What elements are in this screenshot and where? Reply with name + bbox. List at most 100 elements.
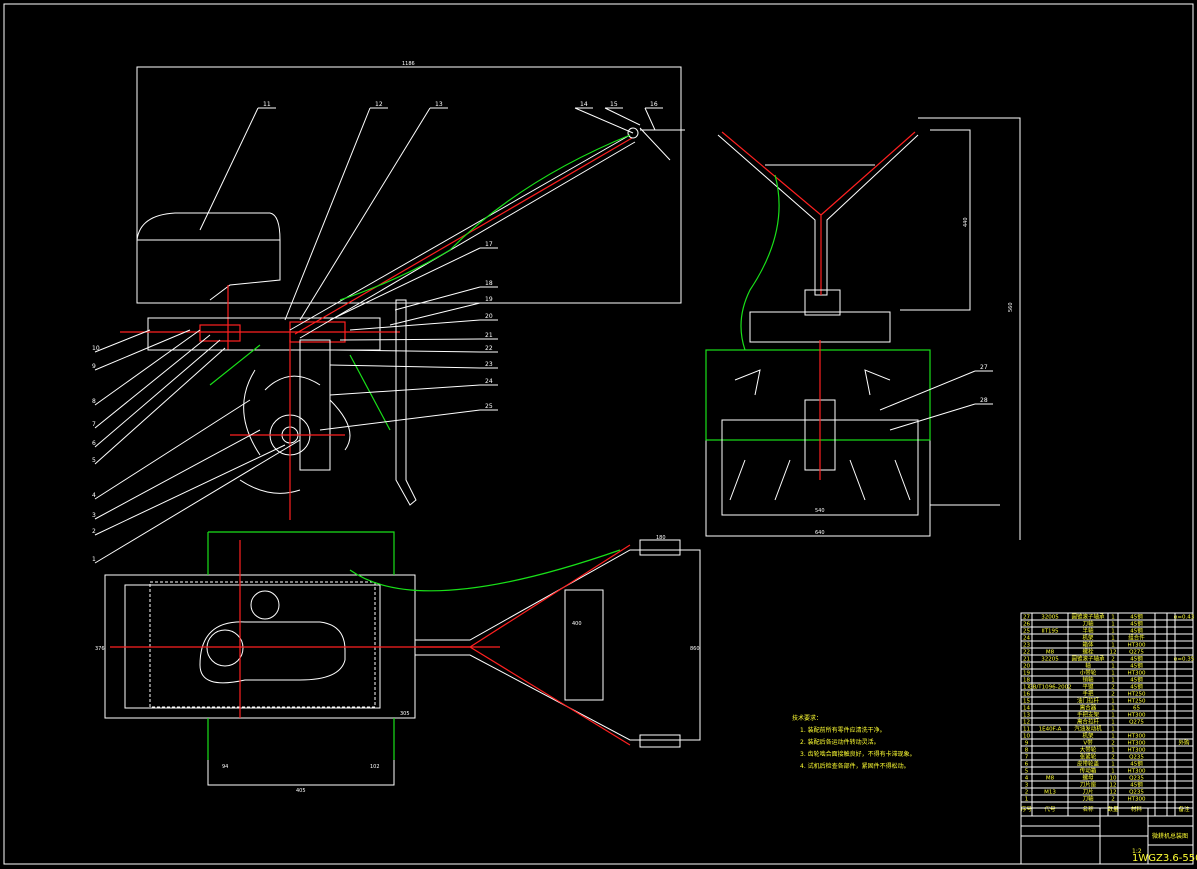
- parts-header: 数量: [1107, 805, 1119, 813]
- parts-cell: 1: [1111, 643, 1115, 649]
- parts-cell: 机架: [1082, 732, 1094, 740]
- parts-cell: 1: [1111, 636, 1115, 642]
- parts-cell: 离合拉杆: [1077, 718, 1100, 726]
- parts-cell: HT300: [1128, 734, 1146, 740]
- dim-front-height: 560: [1008, 302, 1014, 312]
- leader-4: 4: [92, 399, 251, 500]
- parts-cell: 8: [1025, 748, 1029, 754]
- leader-18: 18: [394, 280, 498, 311]
- leader-22: 22: [334, 345, 498, 353]
- parts-cell: 2: [1111, 741, 1115, 747]
- leader-5: 5: [92, 347, 226, 465]
- leader-3: 3: [92, 429, 261, 520]
- parts-cell: 1: [1111, 734, 1115, 740]
- parts-cell: 刀片: [1082, 788, 1093, 796]
- leader-number: 24: [485, 378, 493, 385]
- parts-cell: 16: [1023, 692, 1030, 698]
- parts-cell: 皮带轮盖: [1077, 760, 1100, 768]
- leader-number: 4: [92, 492, 96, 499]
- parts-cell: 45钢: [1130, 620, 1143, 628]
- parts-cell: 26: [1023, 622, 1030, 628]
- parts-cell: 23: [1023, 643, 1030, 649]
- parts-cell: 刀片座: [1080, 781, 1097, 789]
- parts-cell: 32005: [1041, 615, 1059, 621]
- parts-cell: 平键: [1082, 683, 1094, 691]
- parts-cell: HT300: [1128, 643, 1146, 649]
- parts-cell: 19: [1023, 671, 1030, 677]
- parts-cell: 1: [1111, 713, 1115, 719]
- parts-cell: 12: [1110, 650, 1117, 656]
- parts-cell: 11: [1023, 727, 1030, 733]
- handle-y: [717, 134, 919, 296]
- leader-25: 25: [319, 403, 498, 431]
- leader-7: 7: [92, 334, 211, 429]
- technical-requirements: 技术要求： 1. 装配前所有零件应清洗干净。 2. 装配后各运动件转动灵活。 3…: [792, 714, 916, 770]
- parts-cell: M8: [1046, 650, 1055, 656]
- dim-handle-height: 440: [963, 217, 969, 227]
- parts-cell: 22: [1023, 650, 1030, 656]
- parts-cell: M8: [1046, 776, 1055, 782]
- parts-cell: 32205: [1041, 657, 1059, 663]
- parts-cell: 13: [1023, 713, 1030, 719]
- leader-number: 25: [485, 403, 493, 410]
- leader-number: 28: [980, 397, 988, 404]
- parts-cell: 12: [1023, 720, 1030, 726]
- leader-number: 23: [485, 361, 493, 368]
- parts-cell: 2: [1025, 790, 1029, 796]
- parts-header: 代号: [1044, 805, 1056, 813]
- parts-cell: 1: [1111, 727, 1115, 733]
- parts-cell: 销轴: [1082, 676, 1094, 684]
- leader-number: 7: [92, 421, 96, 428]
- leader-10: 10: [92, 329, 151, 353]
- parts-cell: 2: [1111, 685, 1115, 691]
- leader-14: 14: [574, 101, 634, 134]
- parts-cell: V带: [1083, 740, 1093, 747]
- parts-header: 名称: [1082, 805, 1094, 813]
- parts-cell: Q235: [1129, 776, 1144, 782]
- parts-cell: HT300: [1128, 713, 1146, 719]
- parts-cell: 45钢: [1130, 627, 1143, 635]
- parts-cell: 14: [1023, 706, 1030, 712]
- leader-number: 14: [580, 101, 588, 108]
- tech-title: 技术要求：: [792, 714, 822, 722]
- parts-cell: 20: [1023, 664, 1030, 670]
- leader-19: 19: [389, 296, 498, 326]
- front-blades: [729, 369, 911, 501]
- parts-cell: 小带轮: [1080, 669, 1097, 677]
- gearbox: [749, 311, 891, 343]
- parts-cell: 1E40F-A: [1039, 727, 1062, 733]
- parts-cell: Q235: [1129, 755, 1144, 761]
- leader-9: 9: [92, 329, 191, 371]
- parts-cell: 45钢: [1130, 781, 1143, 789]
- side-view: 1186: [120, 61, 685, 520]
- leader-number: 3: [92, 512, 96, 519]
- dim-top-c: 180: [656, 535, 666, 541]
- leader-number: 13: [435, 101, 443, 108]
- leader-number: 5: [92, 457, 96, 464]
- leader-23: 23: [329, 361, 498, 369]
- dim-front-width: 640: [815, 530, 825, 536]
- parts-cell: HT250: [1128, 692, 1146, 698]
- parts-cell: 9: [1025, 741, 1029, 747]
- parts-cell: 3: [1025, 783, 1029, 789]
- depth-rod: [395, 299, 417, 506]
- tech-item: 1. 装配前所有零件应清洗干净。: [800, 726, 886, 734]
- leader-number: 12: [375, 101, 383, 108]
- parts-cell: 1: [1111, 720, 1115, 726]
- leader-number: 18: [485, 280, 493, 287]
- dim-top-b: 102: [370, 764, 380, 770]
- drawing-border: [3, 3, 1194, 865]
- parts-cell: 25: [1023, 629, 1030, 635]
- parts-cell: 组合件: [1128, 634, 1145, 642]
- parts-cell: α=0.35: [1174, 657, 1195, 663]
- parts-cell: 1: [1111, 615, 1115, 621]
